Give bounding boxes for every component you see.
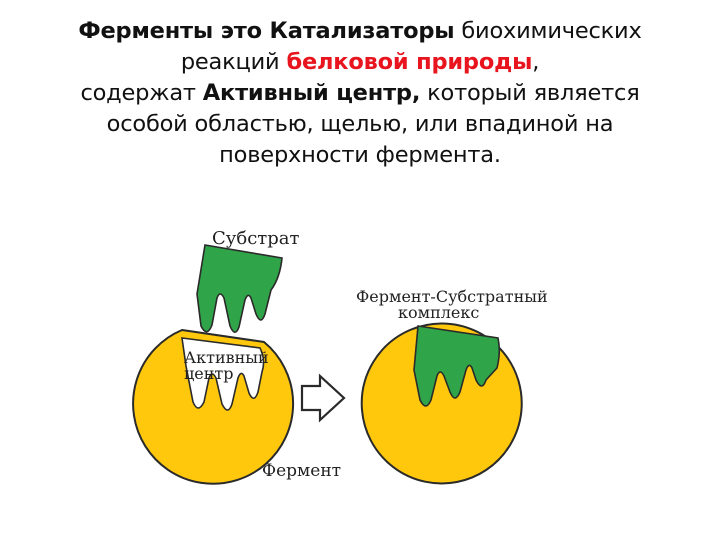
heading-line-2-end: ,	[532, 49, 540, 75]
heading-line-2: реакций белковой природы,	[0, 47, 720, 78]
heading-protein-nature: белковой природы	[286, 49, 533, 75]
enzyme-label: Фермент	[262, 461, 341, 481]
complex-label-line-2: комплекс	[398, 303, 479, 322]
heading-line-3-rest: который является	[427, 80, 640, 106]
reaction-arrow	[300, 373, 346, 423]
active-site-label-line-1: Активный	[184, 348, 269, 367]
complex-substrate-shape	[413, 325, 501, 407]
active-site-cavity	[181, 337, 265, 411]
active-site-label-line-2: центр	[184, 364, 234, 383]
heading-line-1-rest: биохимических	[461, 18, 642, 44]
complex-label-line-1: Фермент-Субстратный	[356, 287, 548, 306]
heading-line-3: содержат Активный центр, который являетс…	[0, 78, 720, 109]
heading-line-2-start: реакций	[180, 49, 280, 75]
heading-active-site-term: Активный центр,	[202, 80, 421, 106]
heading-line-1: Ферменты это Катализаторы биохимических	[0, 16, 720, 47]
heading-text: Ферменты это Катализаторы биохимических …	[0, 16, 720, 171]
heading-line-4: особой областью, щелью, или впадиной на	[106, 111, 614, 137]
heading-line-5: поверхности фермента.	[219, 142, 501, 168]
substrate-shape	[196, 244, 283, 334]
heading-line-3-start: содержат	[80, 80, 196, 106]
substrate-label: Субстрат	[212, 228, 299, 249]
heading-term: Ферменты это Катализаторы	[78, 18, 455, 44]
